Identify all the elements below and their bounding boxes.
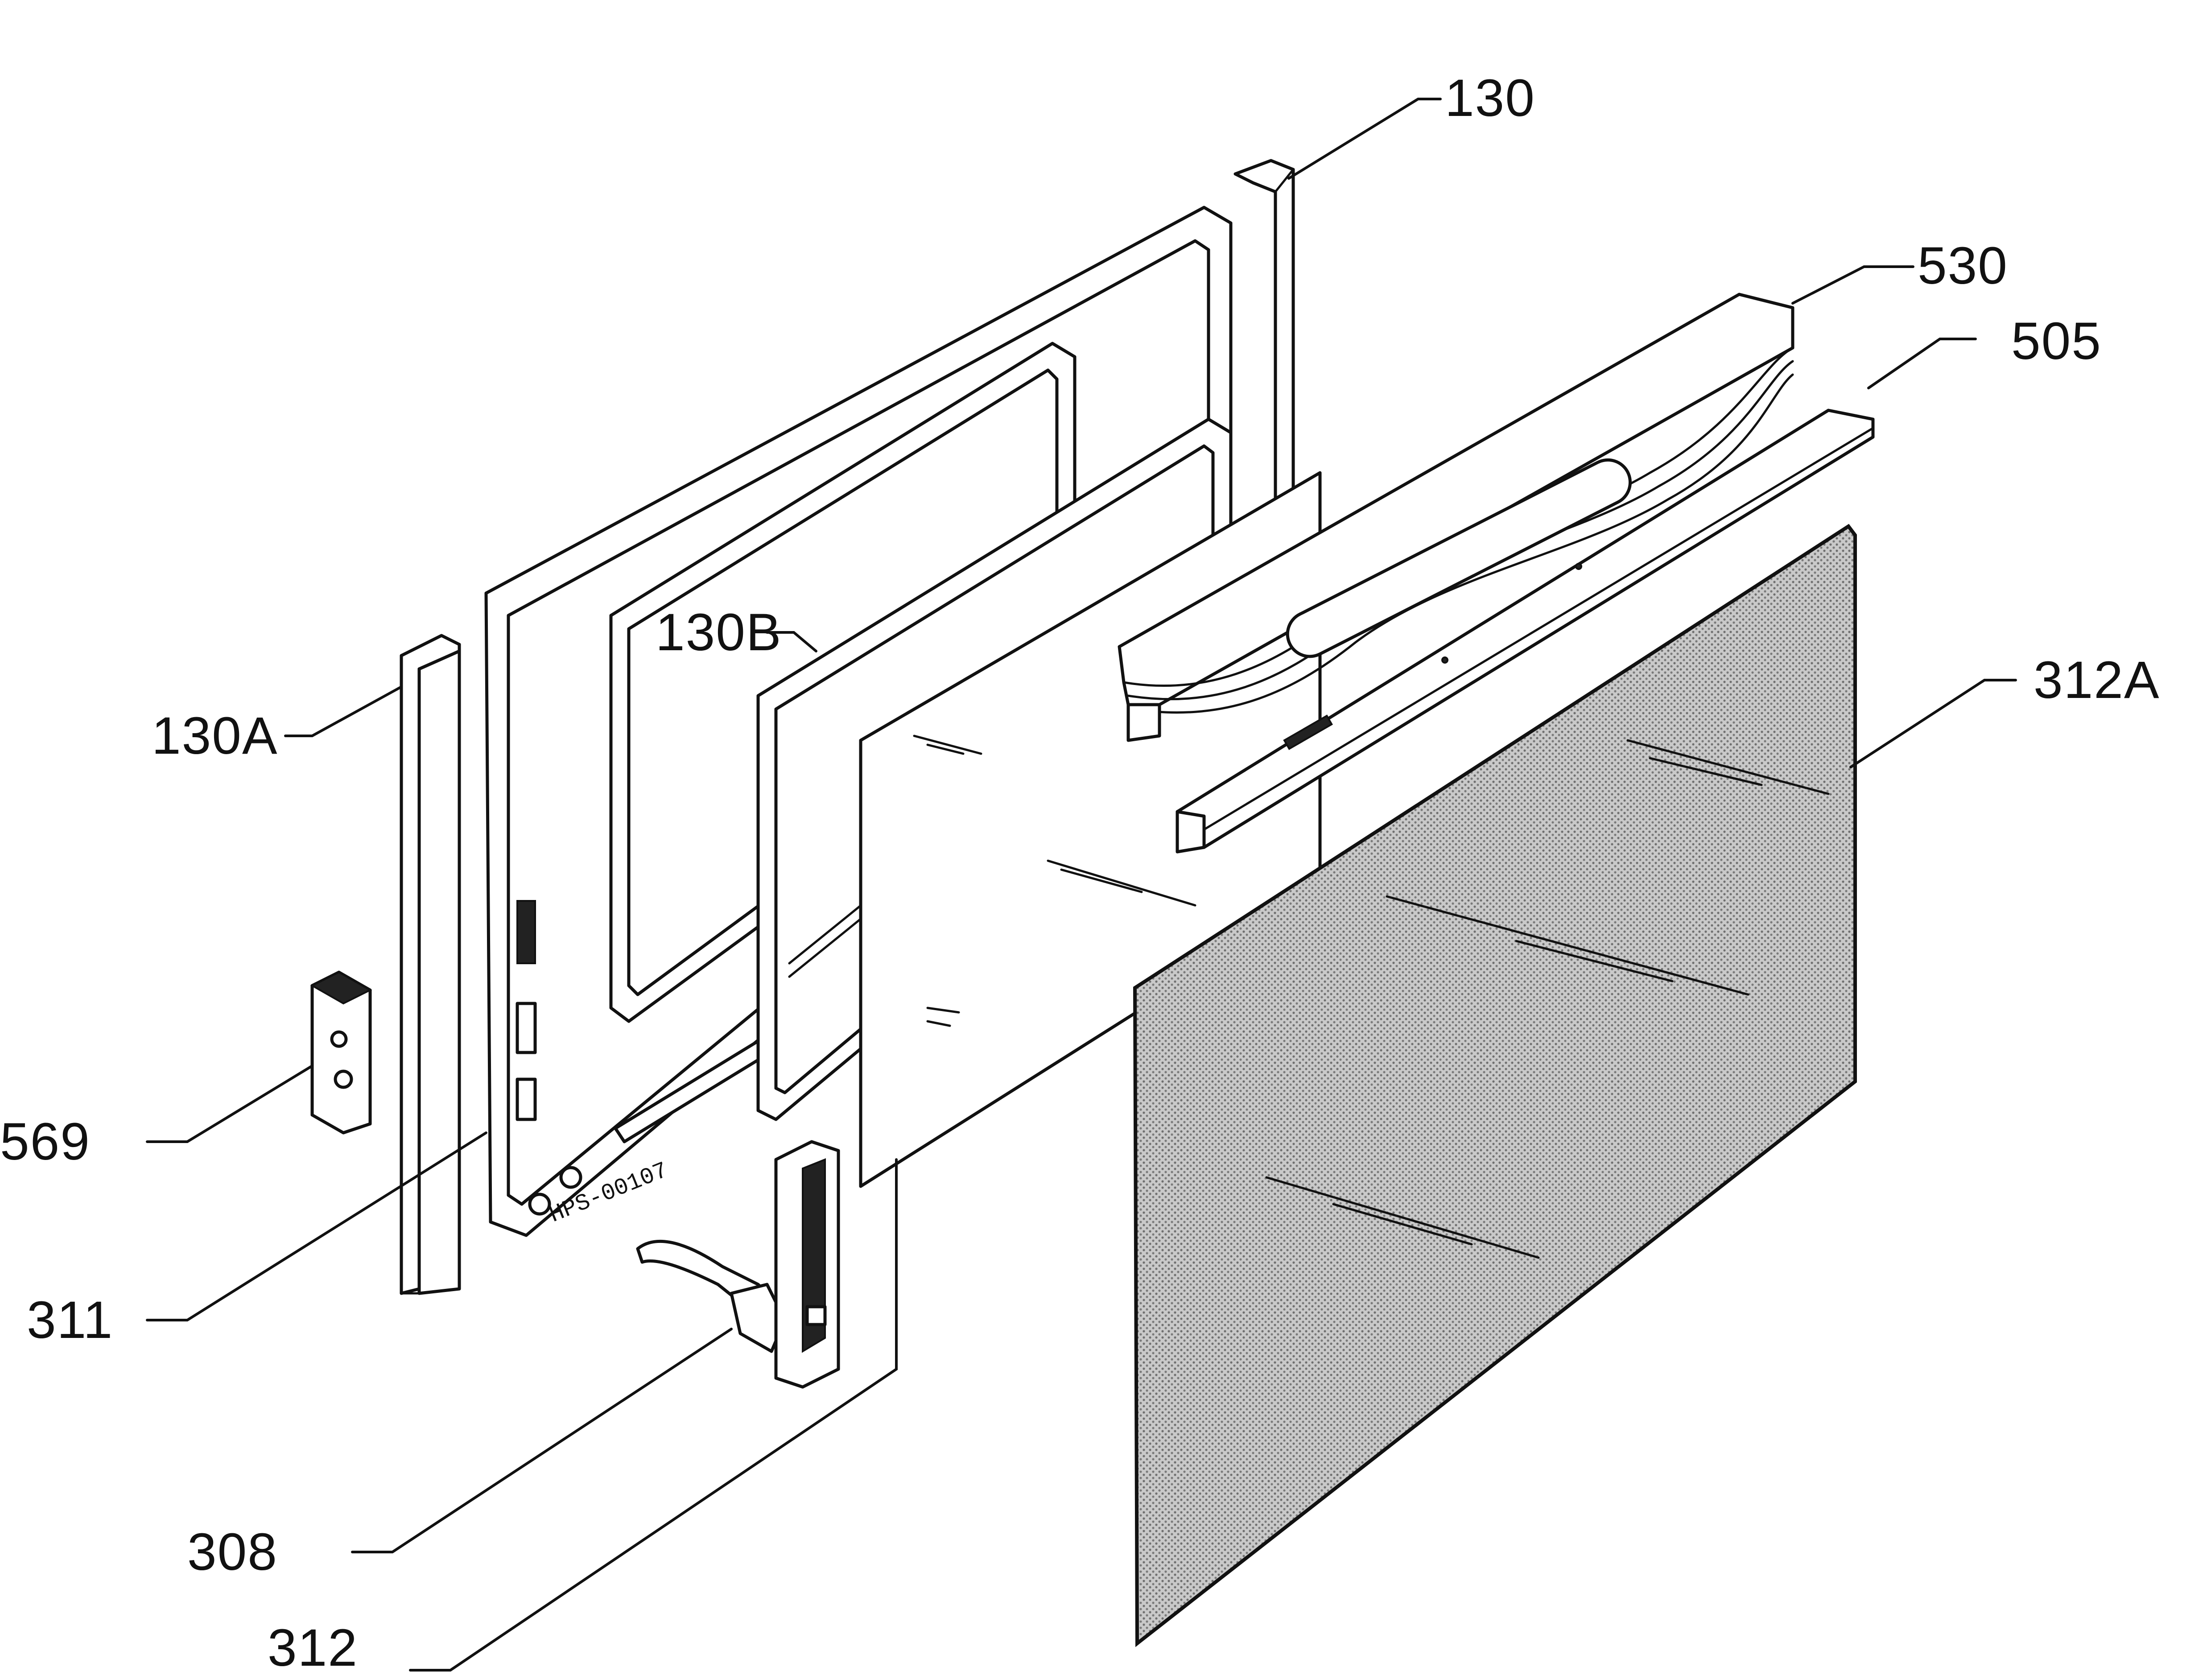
leader-130B	[766, 631, 817, 652]
label-505: 505	[2011, 312, 2102, 371]
label-311: 311	[27, 1291, 113, 1350]
hinge-block-569	[310, 970, 372, 1135]
leader-308	[351, 1328, 733, 1553]
leader-lines	[146, 98, 2017, 1672]
label-312A: 312A	[2034, 651, 2160, 710]
label-308: 308	[187, 1523, 278, 1581]
strip-130	[1233, 159, 1295, 528]
outer-glass-312A	[1133, 524, 1857, 1647]
handle-lever-308	[636, 1239, 787, 1353]
leader-312A	[1849, 679, 2017, 768]
handle-bracket-312	[774, 1140, 840, 1389]
part-labels: 130 530 505 312A 130B 130A 569 311 308 3…	[0, 69, 2160, 1677]
label-312: 312	[268, 1618, 358, 1677]
label-130: 130	[1445, 69, 1535, 128]
leader-311	[146, 1131, 487, 1321]
leader-505	[1867, 338, 1977, 389]
label-130B: 130B	[656, 603, 782, 662]
leader-312	[409, 1158, 898, 1672]
leader-130	[1287, 98, 1442, 180]
label-130A: 130A	[152, 706, 278, 765]
lower-trim-505	[1176, 409, 1875, 854]
leader-530	[1791, 265, 1914, 305]
leader-130A	[284, 685, 403, 737]
label-569: 569	[0, 1112, 91, 1171]
top-trim-530	[1118, 293, 1794, 742]
label-530: 530	[1918, 236, 2008, 295]
strip-130A	[400, 634, 461, 1295]
leader-569	[146, 1065, 314, 1143]
